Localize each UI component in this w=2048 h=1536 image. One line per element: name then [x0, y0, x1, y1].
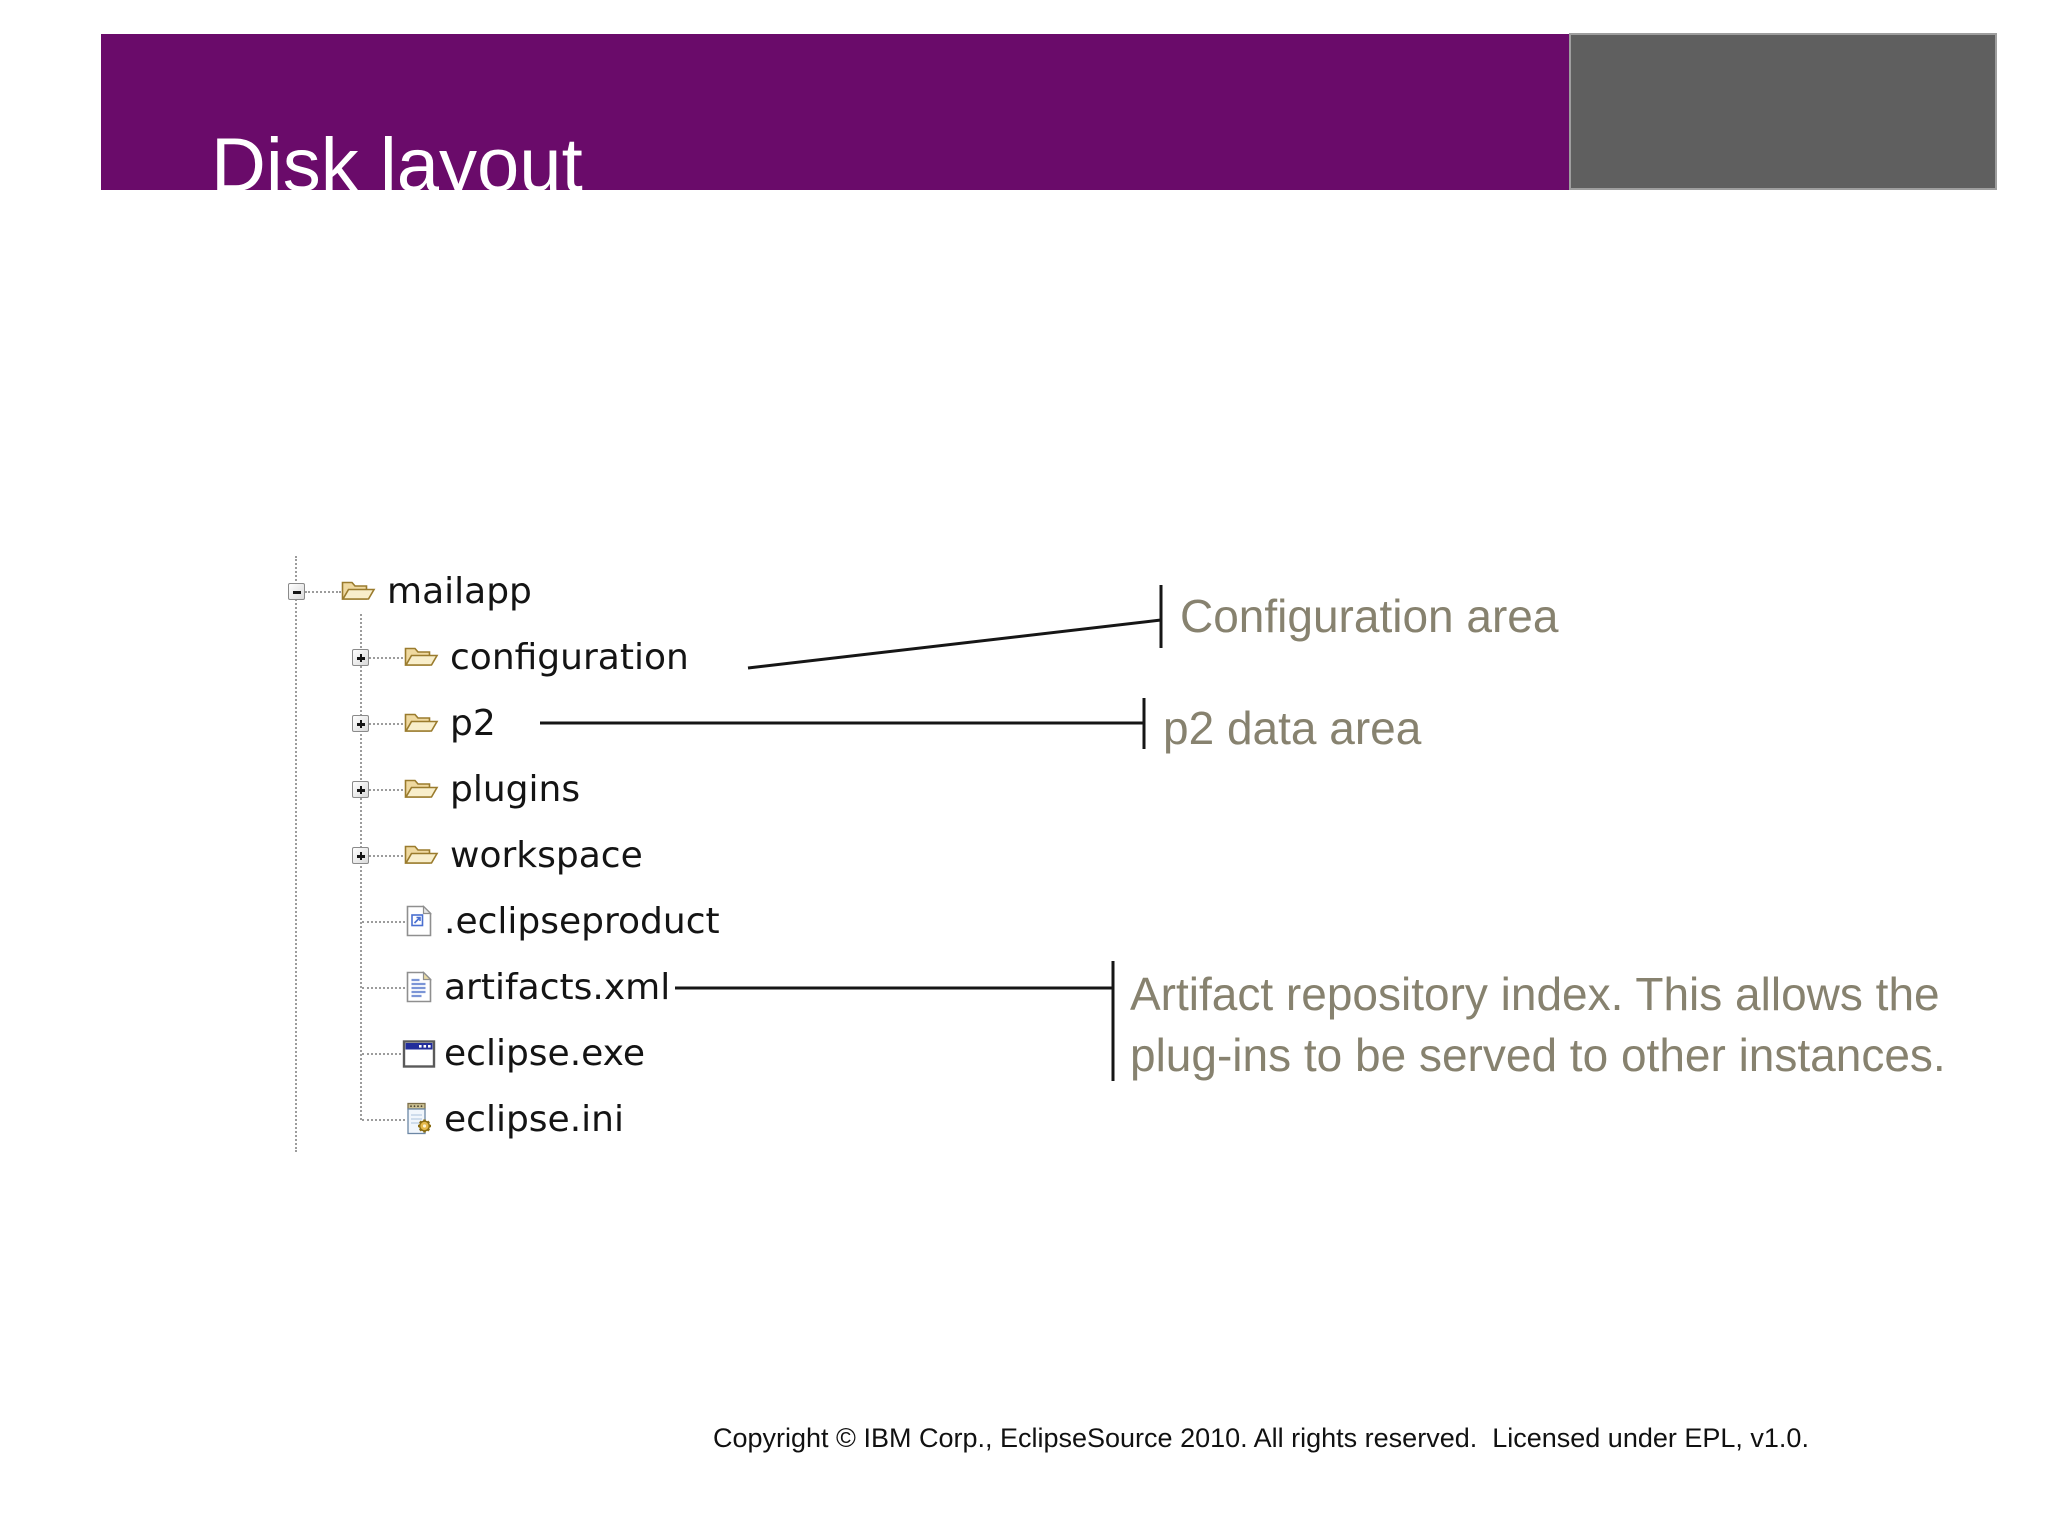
- expand-box-workspace[interactable]: [352, 847, 369, 864]
- open-folder-icon: [403, 643, 439, 676]
- open-folder-icon: [403, 841, 439, 874]
- application-file-icon: [402, 1039, 436, 1074]
- tree-item-plugins[interactable]: plugins: [450, 769, 581, 810]
- expand-box-plugins[interactable]: [352, 781, 369, 798]
- product-file-icon: [406, 905, 432, 942]
- tree-root-guide-line: [295, 556, 297, 1152]
- tree-guide-stub: [362, 1053, 405, 1055]
- tree-guide-stub: [362, 921, 405, 923]
- tree-item-eclipse-exe[interactable]: eclipse.exe: [444, 1033, 646, 1074]
- expand-box-configuration[interactable]: [352, 649, 369, 666]
- annotation-line-2: plug-ins to be served to other instances…: [1130, 1029, 1946, 1081]
- ini-file-icon: [404, 1102, 432, 1141]
- tree-item-workspace[interactable]: workspace: [450, 835, 643, 876]
- tree-item-eclipse-ini[interactable]: eclipse.ini: [444, 1099, 624, 1140]
- tree-item-artifacts-xml[interactable]: artifacts.xml: [444, 967, 671, 1008]
- open-folder-icon: [403, 709, 439, 742]
- connector-artifacts-xml: [675, 961, 1115, 1081]
- xml-file-icon: [406, 971, 432, 1008]
- expand-box-p2[interactable]: [352, 715, 369, 732]
- copyright-text: Copyright © IBM Corp., EclipseSource 201…: [713, 1423, 1809, 1453]
- tree-guide-stub: [305, 591, 341, 593]
- open-folder-icon: [403, 775, 439, 808]
- tree-guide-stub: [362, 1119, 405, 1121]
- open-folder-icon: [340, 577, 376, 610]
- annotation-configuration-area: Configuration area: [1180, 590, 1559, 642]
- tree-guide-stub: [362, 987, 405, 989]
- tree-guide-stub: [369, 723, 403, 725]
- header-accent-box: [1569, 33, 1997, 190]
- collapse-box-mailapp[interactable]: [288, 583, 305, 600]
- slide-title-bar: Disk layout: [101, 34, 1569, 206]
- connector-configuration: [747, 585, 1163, 670]
- annotation-line-1: Artifact repository index. This allows t…: [1130, 968, 1940, 1020]
- tree-item-eclipseproduct[interactable]: .eclipseproduct: [444, 901, 720, 942]
- tree-item-mailapp[interactable]: mailapp: [387, 571, 532, 612]
- tree-item-configuration[interactable]: configuration: [450, 637, 689, 678]
- tree-guide-stub: [369, 657, 403, 659]
- annotation-p2-data-area: p2 data area: [1163, 702, 1422, 754]
- annotation-artifact-repository: Artifact repository index. This allows t…: [1130, 964, 1946, 1086]
- tree-item-p2[interactable]: p2: [450, 703, 496, 744]
- tree-guide-stub: [369, 855, 403, 857]
- tree-child-guide-line: [360, 614, 362, 1120]
- page-title: Disk layout: [211, 123, 583, 208]
- tree-guide-stub: [369, 789, 403, 791]
- connector-p2: [540, 698, 1146, 749]
